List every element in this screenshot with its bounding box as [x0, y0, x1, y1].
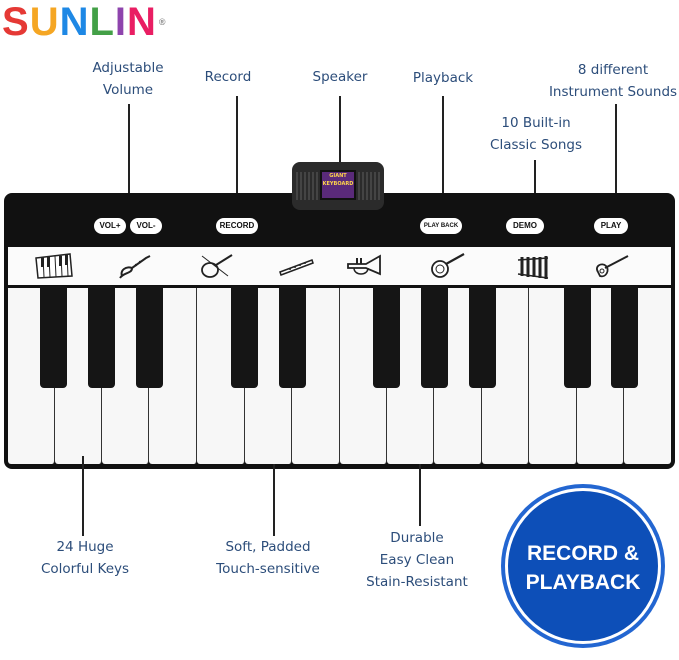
leader-line-instruments [615, 104, 617, 264]
callout-instruments-line1: 8 different [577, 62, 649, 78]
logo-letter-n2: N [127, 0, 157, 44]
leader-line-songs [534, 160, 536, 216]
callout-speaker: Speaker [300, 66, 380, 88]
logo-letter-i: I [114, 0, 128, 44]
logo-letter-l: L [89, 0, 115, 44]
leader-line-durable [419, 464, 421, 526]
logo-letter-s: S [2, 0, 30, 44]
play-button[interactable]: PLAY [594, 218, 628, 234]
black-key[interactable] [421, 286, 448, 388]
guitar-icon[interactable] [592, 252, 632, 280]
xylophone-icon[interactable] [514, 252, 554, 280]
black-key[interactable] [40, 286, 67, 388]
record-button[interactable]: RECORD [216, 218, 258, 234]
callout-durable-line2: Easy Clean [379, 552, 455, 568]
callout-songs: 10 Built-in Classic Songs [480, 112, 592, 156]
callout-soft-line1: Soft, Padded [225, 539, 311, 555]
leader-line-speaker [339, 96, 341, 162]
instrument-strip [8, 247, 671, 285]
black-key[interactable] [373, 286, 400, 388]
leader-line-soft [273, 464, 275, 536]
callout-soft-line2: Touch-sensitive [216, 561, 320, 577]
leader-line-volume [128, 104, 130, 216]
callout-speaker-text: Speaker [312, 69, 368, 85]
saxophone-icon[interactable] [116, 252, 156, 280]
callout-keys-line1: 24 Huge [56, 539, 114, 555]
violin-icon[interactable] [198, 252, 238, 280]
badge-line1: RECORD & [526, 542, 639, 565]
black-key[interactable] [469, 286, 496, 388]
logo-letter-u: U [29, 0, 60, 44]
speaker-screen: GIANT KEYBOARD [320, 170, 356, 200]
brand-logo: SUNLIN® [2, 2, 167, 42]
callout-instruments: 8 different Instrument Sounds [548, 59, 678, 103]
callout-playback-text: Playback [412, 70, 474, 86]
black-key[interactable] [564, 286, 591, 388]
callout-songs-line2: Classic Songs [490, 137, 582, 153]
piano-keyboard [8, 286, 671, 464]
banjo-icon[interactable] [428, 252, 468, 280]
black-key[interactable] [611, 286, 638, 388]
vol-up-button[interactable]: VOL+ [94, 218, 126, 234]
vol-down-button[interactable]: VOL- [130, 218, 162, 234]
callout-durable-line3: Stain-Resistant [366, 574, 468, 590]
callout-durable: Durable Easy Clean Stain-Resistant [352, 527, 482, 593]
logo-letter-n: N [59, 0, 90, 44]
leader-line-keys [82, 456, 84, 536]
piano-icon[interactable] [34, 252, 74, 280]
callout-volume-line1: Adjustable [92, 60, 164, 76]
callout-playback: Playback [400, 67, 486, 89]
callout-durable-line1: Durable [390, 530, 444, 546]
speaker-grill-right [358, 172, 380, 200]
speaker-grill-left [296, 172, 318, 200]
trumpet-icon[interactable] [346, 252, 386, 280]
demo-button[interactable]: DEMO [506, 218, 544, 234]
callout-keys-line2: Colorful Keys [40, 561, 130, 577]
registered-mark: ® [158, 17, 167, 27]
callout-instruments-line2: Instrument Sounds [548, 84, 678, 100]
callout-volume: Adjustable Volume [80, 57, 176, 101]
speaker-unit: GIANT KEYBOARD [292, 162, 384, 210]
flute-icon[interactable] [276, 252, 316, 280]
callout-songs-line1: 10 Built-in [501, 115, 571, 131]
leader-line-record [236, 96, 238, 216]
leader-line-playback [442, 96, 444, 216]
black-key[interactable] [136, 286, 163, 388]
record-playback-badge: RECORD & PLAYBACK [505, 488, 661, 644]
callout-record: Record [190, 66, 266, 88]
callout-soft: Soft, Padded Touch-sensitive [200, 536, 336, 580]
black-key[interactable] [279, 286, 306, 388]
playback-button[interactable]: PLAY BACK [420, 218, 462, 234]
black-key[interactable] [88, 286, 115, 388]
callout-keys: 24 Huge Colorful Keys [26, 536, 144, 580]
callout-record-text: Record [204, 69, 252, 85]
callout-volume-line2: Volume [102, 82, 154, 98]
black-key[interactable] [231, 286, 258, 388]
badge-line2: PLAYBACK [525, 571, 641, 594]
